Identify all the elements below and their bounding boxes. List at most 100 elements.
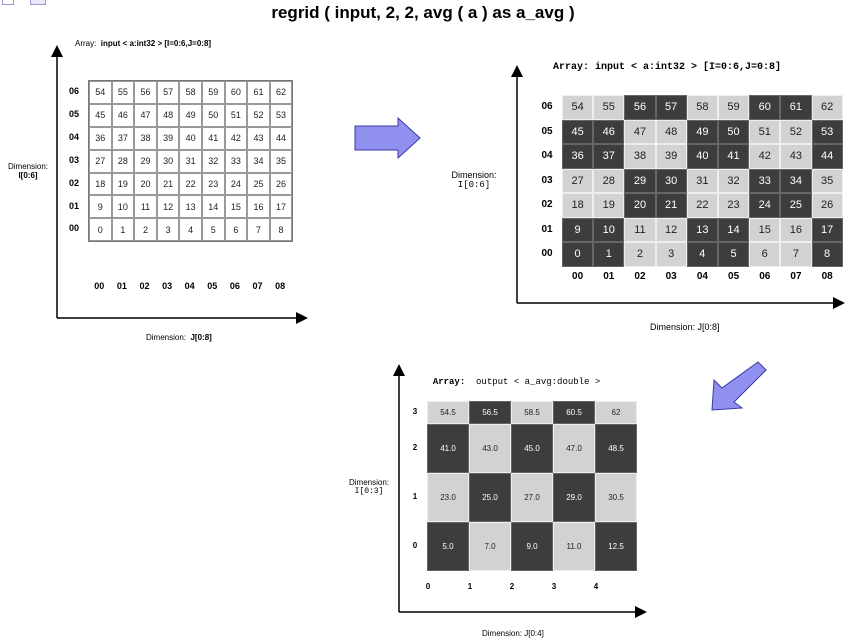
input-cell: 25 <box>247 172 270 196</box>
shaded-cell: 10 <box>593 217 625 242</box>
input-cell: 47 <box>134 103 157 127</box>
output-cell: 25.0 <box>469 473 511 522</box>
shaded-cell: 27 <box>562 168 594 193</box>
input-cell: 29 <box>134 149 157 173</box>
shaded-cell: 12 <box>655 217 687 242</box>
input-cell: 10 <box>111 195 135 219</box>
input-cell: 51 <box>224 103 248 127</box>
input-cell: 49 <box>179 103 202 127</box>
shaded-cell: 37 <box>593 144 625 169</box>
input-cell: 32 <box>201 149 225 173</box>
shaded-cell: 24 <box>749 193 781 218</box>
shaded-cell: 54 <box>562 95 594 120</box>
shaded-cell: 61 <box>780 95 812 120</box>
input-cell: 24 <box>224 172 248 196</box>
shaded-cell: 48 <box>655 119 687 144</box>
shaded-cell: 17 <box>811 217 843 242</box>
shaded-cell: 4 <box>686 242 718 267</box>
input-cell: 46 <box>111 103 135 127</box>
input-cell: 45 <box>89 103 112 127</box>
shaded-cell: 36 <box>562 144 594 169</box>
shaded-cell: 13 <box>686 217 718 242</box>
input-col-label: 04 <box>184 281 195 291</box>
input-cell: 12 <box>156 195 180 219</box>
shaded-col-label: 00 <box>572 271 584 282</box>
input-cell: 60 <box>224 81 248 104</box>
output-cell: 12.5 <box>595 522 637 571</box>
input-cell: 19 <box>111 172 135 196</box>
shaded-cell: 1 <box>593 242 625 267</box>
input-cell: 28 <box>111 149 135 173</box>
shaded-cell: 0 <box>562 242 594 267</box>
output-cell: 56.5 <box>469 401 511 424</box>
shaded-cell: 25 <box>780 193 812 218</box>
input-cell: 1 <box>111 218 135 242</box>
output-x-dimension: Dimension: J[0:4] <box>482 629 544 638</box>
output-cell: 45.0 <box>511 424 553 473</box>
input-cell: 26 <box>269 172 293 196</box>
output-col-label: 0 <box>425 582 431 591</box>
input-cell: 31 <box>179 149 202 173</box>
input-row-label: 06 <box>68 86 79 96</box>
window-corner-mark <box>2 0 14 5</box>
input-cell: 43 <box>247 126 270 150</box>
output-cell: 30.5 <box>595 473 637 522</box>
shaded-cell: 31 <box>686 168 718 193</box>
shaded-cell: 30 <box>655 168 687 193</box>
input-cell: 37 <box>111 126 135 150</box>
output-cell: 41.0 <box>427 424 469 473</box>
input-col-label: 07 <box>252 281 263 291</box>
input-cell: 55 <box>111 81 135 104</box>
shaded-cell: 53 <box>811 119 843 144</box>
shaded-cell: 7 <box>780 242 812 267</box>
input-cell: 14 <box>201 195 225 219</box>
input-cell: 23 <box>201 172 225 196</box>
input-cell: 38 <box>134 126 157 150</box>
input-cell: 42 <box>224 126 248 150</box>
input-cell: 50 <box>201 103 225 127</box>
shaded-cell: 59 <box>717 95 750 120</box>
output-cell: 60.5 <box>553 401 595 424</box>
output-col-label: 3 <box>551 582 557 591</box>
shaded-cell: 47 <box>624 119 656 144</box>
down-left-arrow-icon <box>711 361 767 411</box>
input-cell: 13 <box>179 195 202 219</box>
input-cell: 58 <box>179 81 202 104</box>
output-cell: 5.0 <box>427 522 469 571</box>
input-cell: 41 <box>201 126 225 150</box>
shaded-cell: 50 <box>717 119 750 144</box>
input-x-dimension: Dimension: J[0:8] <box>146 333 212 342</box>
shaded-cell: 35 <box>811 168 843 193</box>
shaded-cell: 6 <box>749 242 781 267</box>
shaded-col-label: 07 <box>790 271 802 282</box>
input-col-label: 01 <box>116 281 127 291</box>
shaded-cell: 57 <box>655 95 687 120</box>
shaded-y-dimension: Dimension: I[0:6] <box>451 170 497 190</box>
input-cell: 33 <box>224 149 248 173</box>
right-arrow-icon <box>354 116 421 160</box>
output-row-label: 0 <box>412 540 418 550</box>
input-row-label: 03 <box>68 154 79 165</box>
input-col-label: 05 <box>207 281 218 291</box>
output-cell: 47.0 <box>553 424 595 473</box>
shaded-x-dimension: Dimension: J[0:8] <box>650 322 720 332</box>
input-y-dimension: Dimension: I[0:6] <box>7 162 48 180</box>
window-corner-tab <box>30 0 46 5</box>
input-row-label: 00 <box>68 223 79 234</box>
shaded-cell: 58 <box>686 95 718 120</box>
shaded-col-label: 04 <box>696 271 708 282</box>
input-col-label: 00 <box>94 281 105 291</box>
shaded-row-label: 00 <box>541 248 553 259</box>
shaded-row-label: 01 <box>541 223 553 235</box>
input-cell: 44 <box>269 126 293 150</box>
output-cell: 27.0 <box>511 473 553 522</box>
input-array-caption: Array: input < a:int32 > [I=0:6,J=0:8] <box>75 39 212 48</box>
input-cell: 36 <box>89 126 112 150</box>
input-cell: 22 <box>179 172 202 196</box>
shaded-cell: 23 <box>717 193 750 218</box>
shaded-cell: 52 <box>780 119 812 144</box>
input-cell: 6 <box>224 218 248 242</box>
input-col-label: 08 <box>275 281 286 291</box>
